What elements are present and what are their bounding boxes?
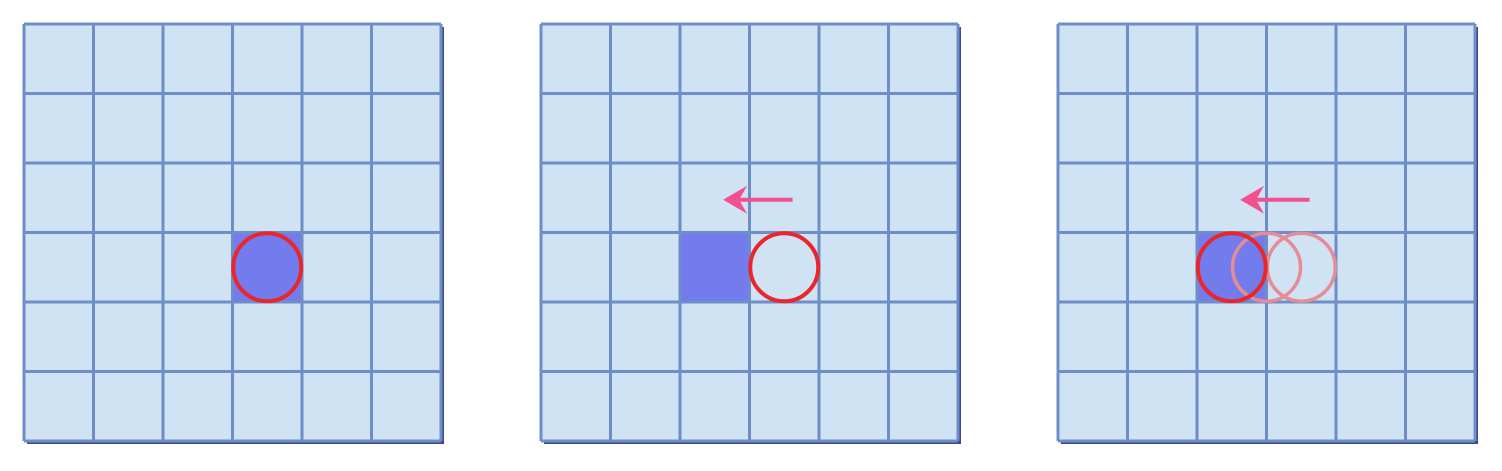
panel-1 bbox=[22, 22, 444, 444]
circle-marker-icon bbox=[748, 231, 821, 304]
circle-marker-icon bbox=[1195, 231, 1268, 304]
panel-3 bbox=[1056, 22, 1478, 444]
arrow-head bbox=[1240, 185, 1265, 214]
highlight-cell bbox=[680, 232, 750, 302]
circle-marker-icon bbox=[231, 231, 304, 304]
arrow-head bbox=[723, 185, 748, 214]
ghost-circle-marker-icon bbox=[1230, 231, 1303, 303]
left-arrow-icon bbox=[1240, 185, 1310, 214]
left-arrow-icon bbox=[723, 185, 793, 214]
panel-2 bbox=[539, 22, 961, 444]
